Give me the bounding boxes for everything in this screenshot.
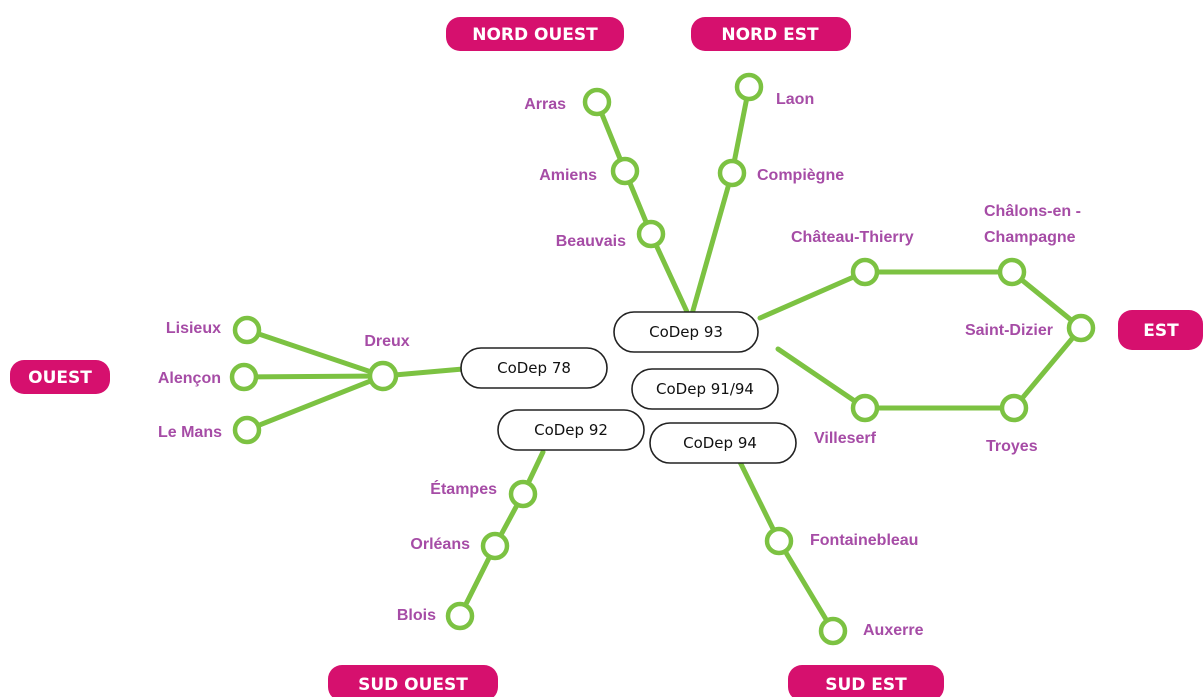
station-etampes[interactable]	[508, 479, 538, 509]
station-amiens[interactable]	[610, 156, 640, 186]
station-blois[interactable]	[445, 601, 475, 631]
codep-92-label: CoDep 92	[534, 421, 608, 439]
city-label-chalons-line1: Châlons-en -	[984, 203, 1081, 220]
region-label-nord-ouest: NORD OUEST	[472, 25, 598, 45]
codep-93-label: CoDep 93	[649, 323, 723, 341]
station-alencon[interactable]	[229, 362, 259, 392]
region-label-sud-est: SUD EST	[825, 675, 907, 695]
region-label-est: EST	[1143, 321, 1179, 341]
station-villeserf[interactable]	[850, 393, 880, 423]
station-beauvais[interactable]	[636, 219, 666, 249]
line-ouest-alencon	[241, 373, 386, 380]
station-laon[interactable]	[734, 72, 764, 102]
codep-92-box[interactable]	[497, 409, 645, 451]
city-label-fontainebleau: Fontainebleau	[810, 532, 918, 549]
station-orleans[interactable]	[480, 531, 510, 561]
region-label-ouest: OUEST	[28, 368, 92, 388]
station-le-mans[interactable]	[232, 415, 262, 445]
region-badge-est[interactable]	[1118, 310, 1203, 350]
city-label-orleans: Orléans	[410, 536, 470, 553]
station-lisieux[interactable]	[232, 315, 262, 345]
line-ouest-lisieux	[244, 327, 386, 379]
city-label-compiegne: Compiègne	[757, 167, 844, 184]
city-label-saint-dizier: Saint-Dizier	[965, 322, 1053, 339]
region-label-sud-ouest: SUD OUEST	[358, 675, 468, 695]
city-label-beauvais: Beauvais	[556, 233, 626, 250]
station-troyes[interactable]	[999, 393, 1029, 423]
line-nord-ouest	[594, 99, 691, 317]
city-label-laon: Laon	[776, 91, 814, 108]
city-label-lisieux: Lisieux	[166, 320, 221, 337]
line-est	[757, 269, 1084, 411]
station-dreux[interactable]	[367, 360, 399, 392]
city-label-chalons-line2: Champagne	[984, 229, 1076, 246]
codep-78-label: CoDep 78	[497, 359, 571, 377]
codep-93-box[interactable]	[613, 311, 759, 353]
region-badge-sud-est[interactable]	[788, 665, 944, 697]
station-chalons[interactable]	[997, 257, 1027, 287]
codep-94-label: CoDep 94	[683, 434, 757, 452]
line-sud-ouest	[457, 449, 546, 619]
city-label-arras: Arras	[524, 96, 566, 113]
city-label-villeserf: Villeserf	[814, 430, 877, 447]
city-label-dreux: Dreux	[364, 333, 409, 350]
city-label-etampes: Étampes	[430, 479, 497, 498]
codep-94-box[interactable]	[649, 422, 797, 464]
station-compiegne[interactable]	[717, 158, 747, 188]
region-badge-nord-est[interactable]	[691, 17, 851, 51]
station-arras[interactable]	[582, 87, 612, 117]
region-badge-sud-ouest[interactable]	[328, 665, 498, 697]
line-nord-est	[689, 84, 752, 317]
station-chateau-thierry[interactable]	[850, 257, 880, 287]
codep-91-94-label: CoDep 91/94	[656, 380, 754, 398]
city-label-blois: Blois	[397, 607, 436, 624]
line-ouest-lemans	[244, 373, 386, 433]
city-label-amiens: Amiens	[539, 167, 597, 184]
codep-91-94-box[interactable]	[631, 368, 779, 410]
region-badge-nord-ouest[interactable]	[446, 17, 624, 51]
city-label-le-mans: Le Mans	[158, 424, 222, 441]
city-label-auxerre: Auxerre	[863, 622, 924, 639]
region-label-nord-est: NORD EST	[721, 25, 819, 45]
city-label-alencon: Alençon	[158, 370, 221, 387]
city-label-chateau-thierry: Château-Thierry	[791, 229, 914, 246]
city-label-troyes: Troyes	[986, 438, 1038, 455]
station-auxerre[interactable]	[818, 616, 848, 646]
codep-78-box[interactable]	[460, 347, 608, 389]
station-saint-dizier[interactable]	[1066, 313, 1096, 343]
station-fontainebleau[interactable]	[764, 526, 794, 556]
region-badge-ouest[interactable]	[10, 360, 110, 394]
